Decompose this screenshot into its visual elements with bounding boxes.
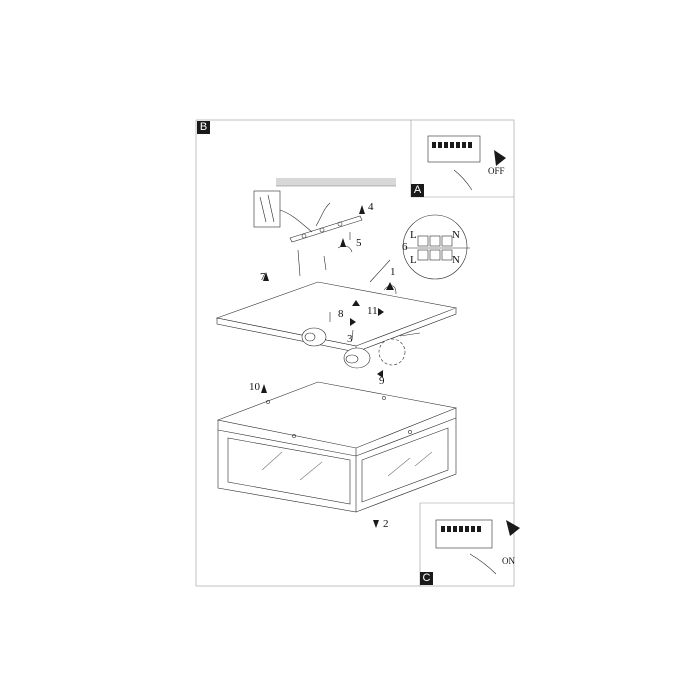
bracket-hole bbox=[337, 221, 343, 227]
breaker bbox=[471, 526, 475, 532]
arrow-icon bbox=[378, 308, 384, 316]
terminal-detail-circle bbox=[402, 214, 468, 280]
panel-b-label: B bbox=[197, 121, 210, 134]
glass-pane-right bbox=[361, 427, 449, 503]
glass-pane-left bbox=[227, 437, 351, 505]
callout-1: 1 bbox=[390, 266, 396, 278]
ceiling-mounting-bracket bbox=[253, 178, 396, 277]
fixing-screws bbox=[329, 312, 354, 341]
terminal-cell bbox=[417, 235, 429, 247]
switch-on-text: ON bbox=[502, 556, 515, 566]
switch-off-text: OFF bbox=[488, 166, 505, 176]
lamp-socket-inner bbox=[345, 354, 359, 364]
cable bbox=[279, 209, 313, 233]
bulb-leader bbox=[399, 332, 421, 337]
callout-2: 2 bbox=[383, 518, 389, 530]
breaker bbox=[441, 526, 445, 532]
shade-screw bbox=[408, 430, 412, 434]
hand-sketch bbox=[469, 553, 497, 575]
shade-front-left bbox=[217, 420, 357, 513]
breaker bbox=[438, 142, 442, 148]
terminal-cell bbox=[441, 249, 453, 261]
arrow-icon bbox=[261, 384, 267, 393]
callout-3: 3 bbox=[347, 333, 353, 345]
canopy-top bbox=[215, 281, 458, 347]
shade-front-right bbox=[355, 408, 457, 513]
breaker bbox=[465, 526, 469, 532]
callout-9: 9 bbox=[379, 375, 385, 387]
shade-screw bbox=[266, 400, 270, 404]
callout-10: 10 bbox=[249, 381, 260, 393]
terminal-cell bbox=[429, 235, 441, 247]
breaker bbox=[432, 142, 436, 148]
inset-a-switch-off bbox=[427, 135, 506, 191]
terminal-cell bbox=[441, 235, 453, 247]
breaker bbox=[468, 142, 472, 148]
hand-sketch bbox=[453, 169, 473, 191]
callout-7: 7 bbox=[260, 271, 266, 283]
wire bbox=[315, 202, 331, 227]
canopy-plate bbox=[215, 281, 458, 353]
callout-8: 8 bbox=[338, 308, 344, 320]
breaker bbox=[459, 526, 463, 532]
lamp-holders bbox=[301, 285, 421, 369]
terminal-cell bbox=[417, 249, 429, 261]
bracket-hole bbox=[319, 227, 325, 233]
breaker bbox=[450, 142, 454, 148]
glass-reflection bbox=[261, 451, 433, 481]
arrow-icon bbox=[350, 318, 356, 326]
on-arrow-icon bbox=[506, 520, 520, 536]
callout-5: 5 bbox=[356, 237, 362, 249]
mounting-bar bbox=[289, 215, 363, 243]
ceiling-hatch bbox=[276, 178, 396, 186]
terminal-block-detail bbox=[369, 214, 470, 283]
breaker bbox=[477, 526, 481, 532]
terminal-l-top: L bbox=[410, 229, 417, 241]
arrow-icon bbox=[263, 272, 269, 281]
fusebox bbox=[427, 135, 481, 163]
inset-a-frame bbox=[410, 120, 514, 198]
fusebox bbox=[435, 519, 493, 549]
breaker bbox=[453, 526, 457, 532]
off-arrow-icon bbox=[494, 150, 506, 166]
glass-shade-box bbox=[216, 381, 458, 513]
arrow-icon bbox=[340, 238, 346, 247]
shade-screw bbox=[382, 396, 386, 400]
inset-c-switch-on bbox=[435, 519, 520, 575]
callout-arrows bbox=[261, 205, 394, 528]
bulb-outline bbox=[378, 338, 406, 366]
bracket-hole bbox=[301, 233, 307, 239]
shade-screw bbox=[292, 434, 296, 438]
bracket-screws bbox=[297, 249, 327, 277]
clip bbox=[337, 245, 353, 253]
leader-line bbox=[369, 259, 391, 283]
terminal-n-bottom: N bbox=[452, 254, 460, 266]
panel-a-label: A bbox=[411, 184, 424, 197]
shade-lower-rim bbox=[217, 417, 457, 457]
screw-detail-box bbox=[253, 190, 281, 228]
arrow-icon bbox=[386, 282, 394, 290]
callout-4: 4 bbox=[368, 201, 374, 213]
arrow-icon bbox=[352, 300, 360, 306]
breaker bbox=[447, 526, 451, 532]
breaker bbox=[456, 142, 460, 148]
arrow-icon bbox=[373, 520, 379, 528]
lamp-socket-inner bbox=[304, 332, 316, 342]
terminal-l-bottom: L bbox=[410, 254, 417, 266]
arrow-icon bbox=[359, 205, 365, 214]
arrow-icon bbox=[377, 370, 383, 378]
panel-c-label: C bbox=[420, 572, 433, 585]
callout-6: 6 bbox=[402, 241, 408, 253]
terminal-cell bbox=[429, 249, 441, 261]
breaker bbox=[444, 142, 448, 148]
inset-c-frame bbox=[419, 502, 514, 586]
screw-lines bbox=[259, 194, 275, 223]
terminal-n-top: N bbox=[452, 229, 460, 241]
breaker bbox=[462, 142, 466, 148]
main-panel-frame bbox=[195, 119, 515, 587]
callout-11: 11 bbox=[367, 305, 378, 317]
